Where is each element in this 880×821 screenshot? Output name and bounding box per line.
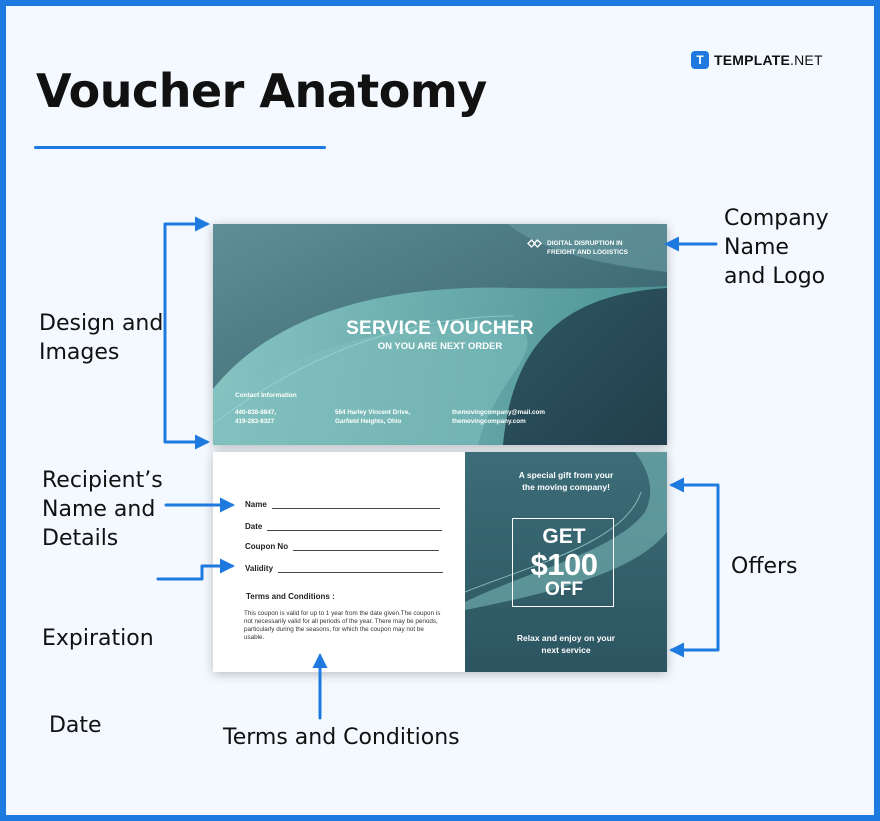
label-recipient-details: Recipient’s Name and Details [42,466,163,553]
label-company-line-3: and Logo [724,264,826,289]
field-name-label: Name [245,500,267,509]
page-title: Voucher Anatomy [36,64,487,118]
field-validity-line [278,572,444,573]
field-coupon-no: Coupon No [245,539,440,551]
offer-get: GET [542,525,586,548]
brand-name-main: TEMPLATE [714,52,791,68]
label-company-line-2: Name [724,235,789,260]
contact-email: themovingcompany@mail.com [452,409,545,416]
label-offers: Offers [731,554,798,579]
field-date: Date [245,519,443,531]
terms-heading: Terms and Conditions : [246,592,335,601]
label-design-images: Design and Images [39,309,163,367]
voucher-front-background [213,224,667,445]
company-line-1: DIGITAL DISRUPTION IN [547,240,623,247]
offer-outro-line-2: next service [541,645,591,655]
offer-outro-line-1: Relax and enjoy on your [516,633,616,643]
field-name: Name [245,497,440,509]
contact-address-line-1: 564 Harley Vincent Drive, [335,409,411,416]
label-expiration-line-2: Date [42,713,102,738]
label-recipient-line-1: Recipient’s [42,468,163,493]
voucher-title: SERVICE VOUCHER [346,318,534,339]
label-recipient-line-3: Details [42,526,119,551]
contact-website: themovingcompany.com [452,418,526,425]
voucher-subtitle: ON YOU ARE NEXT ORDER [377,341,503,352]
label-expiration-date: Expiration Date [42,566,154,769]
offer-panel: A special gift from your the moving comp… [465,452,667,672]
company-name-logo: DIGITAL DISRUPTION IN FREIGHT AND LOGIST… [527,239,655,257]
brand-name-suffix: .NET [790,52,823,68]
field-name-line [271,508,440,509]
voucher-back: Name Date Coupon No Validity Terms and C… [213,452,667,672]
offer-intro-line-1: A special gift from your [518,470,614,480]
contact-address: 564 Harley Vincent Drive, Garfield Heigh… [335,408,410,426]
label-design-line-2: Images [39,340,120,365]
field-coupon-no-line [293,550,440,551]
offer-panel-background [465,452,667,672]
label-company-line-1: Company [724,206,829,231]
template-logo-icon: T [691,51,709,69]
contact-emails: themovingcompany@mail.com themovingcompa… [452,408,545,426]
contact-phones: 440-838-8847, 419-283-8327 [235,408,276,426]
offer-outro: Relax and enjoy on your next service [465,632,667,656]
title-underline [34,146,326,149]
voucher-front: DIGITAL DISRUPTION IN FREIGHT AND LOGIST… [213,224,667,445]
terms-text: This coupon is valid for up to 1 year fr… [244,610,441,641]
label-expiration-line-1: Expiration [42,626,154,651]
brand-name: TEMPLATE.NET [714,52,823,68]
field-validity-label: Validity [245,564,274,573]
brand-logo: T TEMPLATE.NET [691,50,823,70]
field-date-line [267,530,443,531]
contact-phone-2: 419-283-8327 [235,418,275,425]
offer-intro-line-2: the moving company! [522,482,610,492]
label-design-line-1: Design and [39,311,164,336]
contact-heading: Contact Information [235,392,297,399]
company-logo-icon [527,239,542,248]
contact-phone-1: 440-838-8847, [235,409,276,416]
label-recipient-line-2: Name and [42,497,156,522]
offer-box: GET $100 OFF [512,518,614,607]
label-terms-conditions: Terms and Conditions [223,725,460,750]
offer-off: OFF [545,579,583,600]
field-coupon-no-label: Coupon No [245,542,289,551]
label-company-name-logo: Company Name and Logo [724,204,829,291]
company-line-2: FREIGHT AND LOGISTICS [547,249,629,256]
offer-amount: $100 [530,547,598,582]
field-validity: Validity [245,561,444,573]
contact-address-line-2: Garfield Heights, Ohio [335,418,402,425]
offer-intro: A special gift from your the moving comp… [465,469,667,493]
field-date-label: Date [245,522,263,531]
